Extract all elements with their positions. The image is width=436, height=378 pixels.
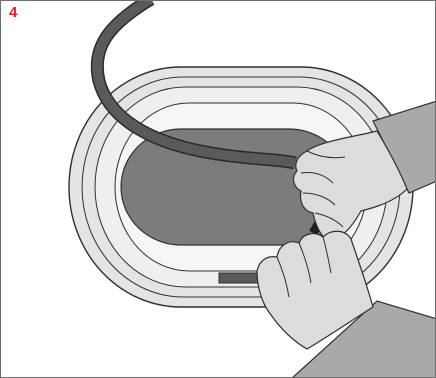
step-number: 4: [9, 5, 17, 20]
lower-hand: [257, 231, 436, 378]
hose-end-in-groove: [219, 273, 263, 283]
